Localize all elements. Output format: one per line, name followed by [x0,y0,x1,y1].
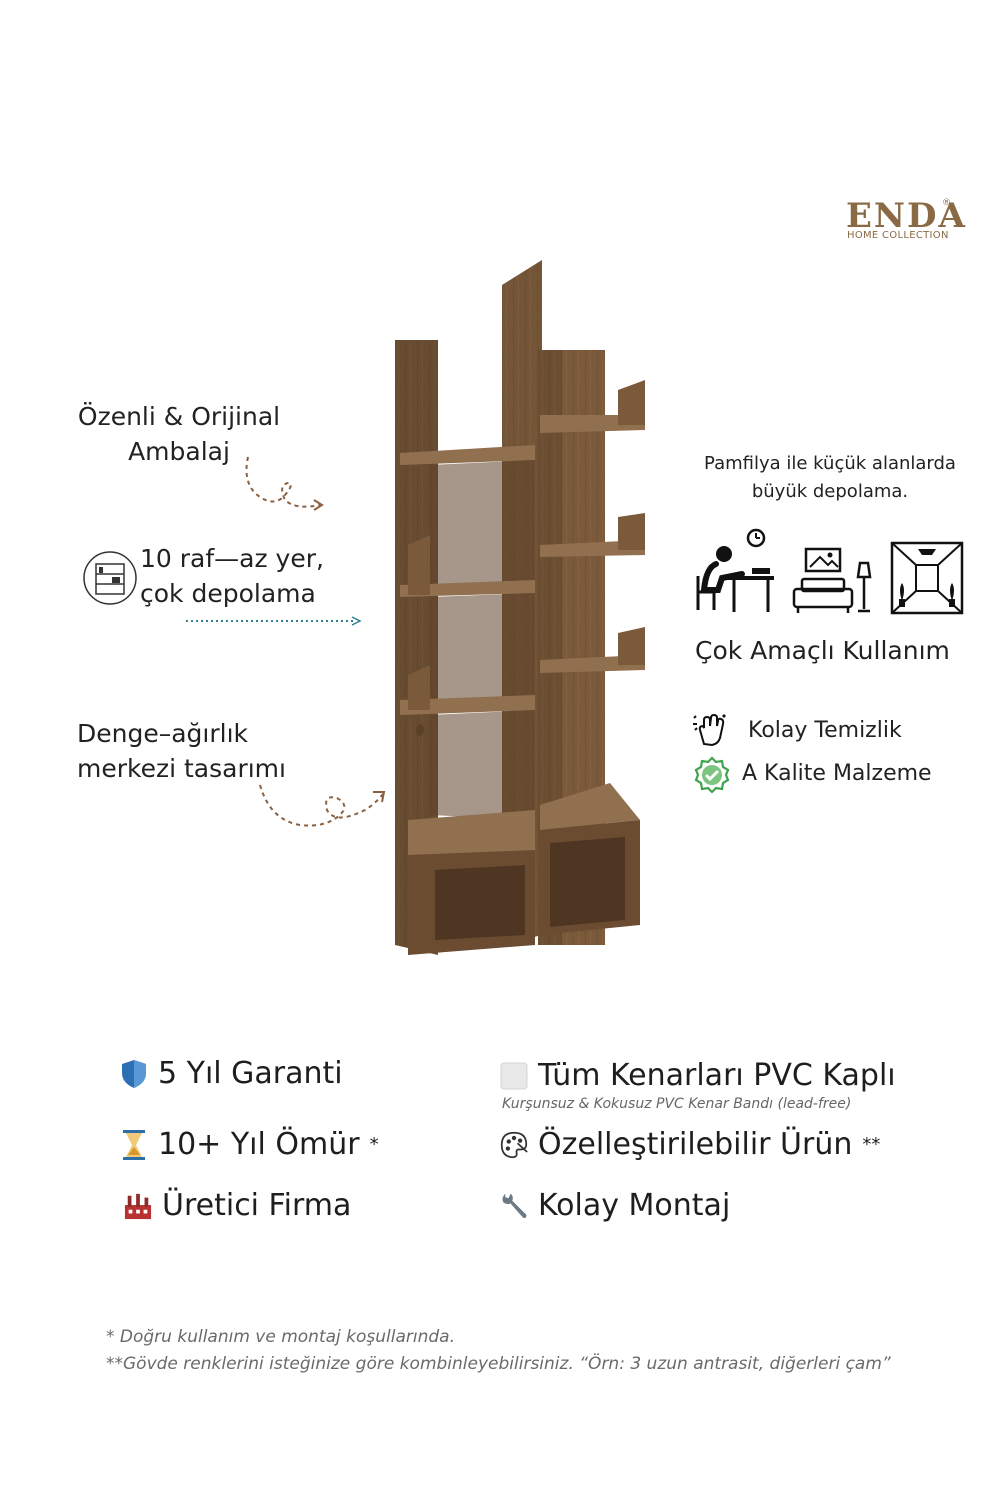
shield-icon [120,1059,148,1089]
footnotes: * Doğru kullanım ve montaj koşullarında.… [106,1324,946,1378]
custom-feature: Özelleştirilebilir Ürün ** [500,1127,880,1162]
assembly-feature: Kolay Montaj [500,1188,730,1223]
cleaning-hand-icon [693,713,726,747]
callout-balance: Denge–ağırlık merkezi tasarımı [77,716,286,786]
usage-label: Çok Amaçlı Kullanım [695,636,950,665]
lifetime-feature: 10+ Yıl Ömür * [120,1127,379,1162]
desk-worker-icon [696,528,774,612]
callout-shelves: 10 raf—az yer, çok depolama [140,541,324,611]
callout-shelves-line-2: çok depolama [140,579,316,608]
callout-packaging-line-1: Özenli & Orijinal [77,402,281,431]
feature-easy-cleaning: Kolay Temizlik [748,718,902,743]
square-icon [500,1061,528,1091]
feature-quality-material: A Kalite Malzeme [742,761,932,786]
hallway-icon [890,541,964,615]
quality-check-icon [694,756,730,794]
callout-balance-line-2: merkezi tasarımı [77,754,286,783]
warranty-feature: 5 Yıl Garanti [120,1056,343,1091]
intro-line-1: Pamfilya ile küçük alanlarda [704,453,956,474]
pvc-feature: Tüm Kenarları PVC Kaplı [500,1058,896,1093]
bookshelf-image [395,260,645,955]
warranty-label: 5 Yıl Garanti [158,1056,343,1091]
intro-text: Pamfilya ile küçük alanlarda büyük depol… [680,450,980,506]
brand-tagline: HOME COLLECTION [847,230,949,241]
factory-icon [124,1191,152,1221]
brand-logo: ENDA [846,196,967,236]
shelf-icon [83,551,137,605]
callout-packaging: Özenli & Orijinal Ambalaj [74,399,284,469]
manufacturer-label: Üretici Firma [162,1188,352,1223]
brand-registered-mark: ® [942,198,951,208]
lifetime-label: 10+ Yıl Ömür [158,1127,360,1162]
assembly-label: Kolay Montaj [538,1188,731,1223]
lifetime-footnote-mark: * [369,1134,379,1155]
curly-arrow-icon [245,456,324,511]
palette-icon [500,1130,528,1160]
footnote-2: **Gövde renklerini isteğinize göre kombi… [106,1354,891,1374]
callout-balance-line-1: Denge–ağırlık [77,719,249,748]
pvc-sublabel: Kurşunsuz & Kokusuz PVC Kenar Bandı (lea… [502,1096,852,1112]
pvc-label: Tüm Kenarları PVC Kaplı [538,1058,896,1093]
manufacturer-feature: Üretici Firma [124,1188,351,1223]
callout-shelves-line-1: 10 raf—az yer, [140,544,324,573]
curly-arrow-icon [259,784,386,827]
callout-packaging-line-2: Ambalaj [128,437,230,466]
wrench-icon [500,1191,528,1221]
custom-footnote-mark: ** [862,1134,881,1155]
intro-line-2: büyük depolama. [751,481,909,502]
hourglass-icon [120,1129,148,1160]
custom-label: Özelleştirilebilir Ürün [538,1127,853,1162]
footnote-1: * Doğru kullanım ve montaj koşullarında. [106,1327,456,1347]
living-room-icon [792,547,872,613]
dotted-arrow-icon [186,616,362,626]
